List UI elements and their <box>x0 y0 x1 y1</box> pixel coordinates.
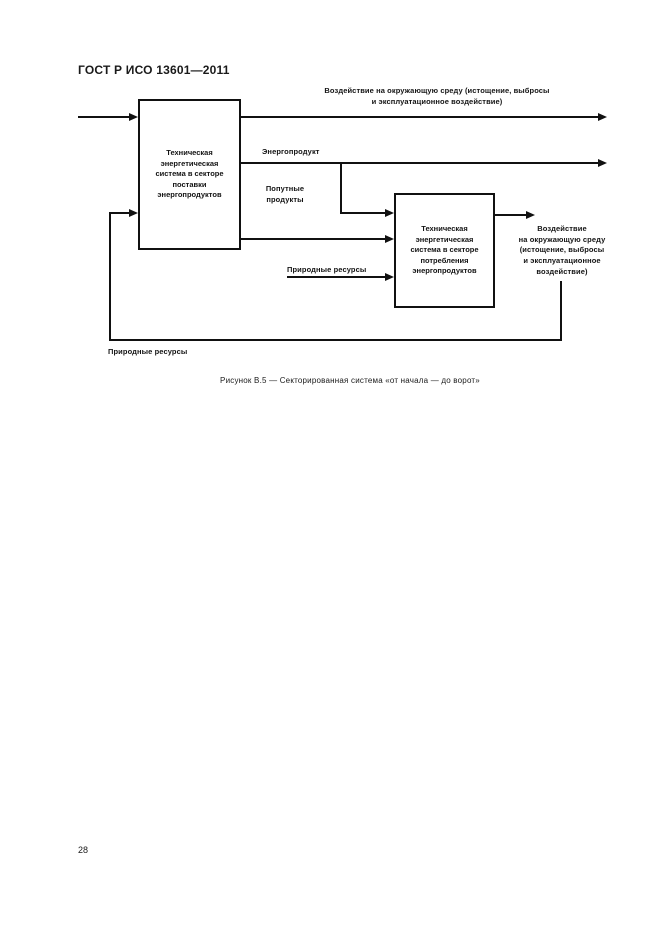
natural-resources-feedback-label: Природные ресурсы <box>108 347 188 356</box>
line-feedback-bottom <box>109 339 562 341</box>
line-energy-branch-horizontal <box>340 212 385 214</box>
page-header: ГОСТ Р ИСО 13601—2011 <box>78 63 230 77</box>
line-feedback-left-vertical <box>109 212 111 341</box>
arrowhead-natural-resources-input <box>385 273 394 281</box>
arrowhead-byproducts <box>385 235 394 243</box>
natural-resources-input-label: Природные ресурсы <box>287 265 367 274</box>
impact-top-label: Воздействие на окружающую среду (истощен… <box>324 86 550 106</box>
arrowhead-energy-branch <box>385 209 394 217</box>
line-feedback-right-vertical <box>560 281 562 341</box>
line-input-top <box>78 116 130 118</box>
arrowhead-energy-product <box>598 159 607 167</box>
line-impact-top <box>241 116 598 118</box>
line-impact-right <box>495 214 526 216</box>
page-number: 28 <box>78 845 89 855</box>
line-energy-branch-vertical <box>340 163 342 213</box>
arrowhead-impact-top <box>598 113 607 121</box>
arrowhead-input-top <box>129 113 138 121</box>
arrowhead-feedback-into-supply <box>129 209 138 217</box>
impact-right-label: Воздействие на окружающую среду (истощен… <box>518 224 606 276</box>
supply-sector-box: Техническая энергетическая система в сек… <box>138 99 241 250</box>
line-byproducts <box>241 238 385 240</box>
figure-caption: Рисунок В.5 — Секторированная система «о… <box>220 376 480 385</box>
consumption-sector-box: Техническая энергетическая система в сек… <box>394 193 495 308</box>
line-energy-product <box>241 162 598 164</box>
byproducts-label: Попутные продукты <box>265 184 305 204</box>
line-natural-resources-input <box>287 276 385 278</box>
arrowhead-impact-right <box>526 211 535 219</box>
energy-product-label: Энергопродукт <box>262 147 320 156</box>
line-feedback-into-supply <box>109 212 129 214</box>
